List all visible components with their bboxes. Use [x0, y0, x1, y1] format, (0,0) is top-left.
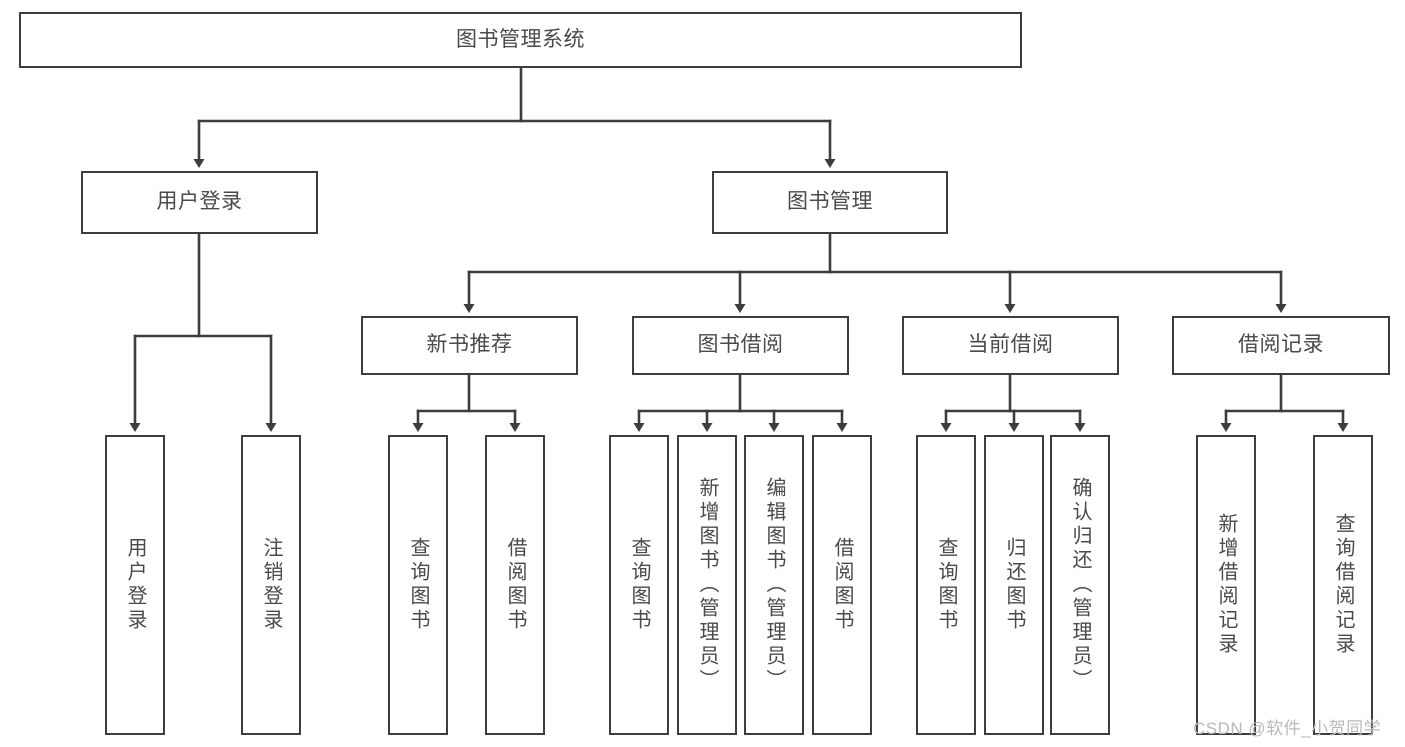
node-label: 注销登录 [260, 537, 282, 633]
node-root-system: 图书管理系统 [19, 12, 1022, 68]
node-leaf-query-book-current: 查询图书 [916, 435, 976, 735]
node-label: 图书借阅 [697, 333, 784, 357]
node-leaf-add-borrow-record: 新增借阅记录 [1196, 435, 1256, 735]
node-leaf-user-logout: 注销登录 [241, 435, 301, 735]
node-leaf-confirm-return-admin: 确认归还（管理员） [1050, 435, 1110, 735]
node-label: 借阅图书 [504, 537, 526, 633]
node-leaf-borrow-book: 借阅图书 [812, 435, 872, 735]
node-label: 查询图书 [407, 537, 429, 633]
node-label: 编辑图书（管理员） [763, 477, 785, 693]
node-leaf-query-book-borrow: 查询图书 [609, 435, 669, 735]
node-label: 用户登录 [124, 537, 146, 633]
csdn-watermark: CSDN @软件_小贺同学 [1193, 719, 1382, 738]
node-label: 用户登录 [156, 190, 243, 214]
node-label: 归还图书 [1003, 537, 1025, 633]
node-label: 查询图书 [628, 537, 650, 633]
node-leaf-query-borrow-record: 查询借阅记录 [1313, 435, 1373, 735]
node-leaf-borrow-book-rec: 借阅图书 [485, 435, 545, 735]
node-new-book-recommend: 新书推荐 [361, 316, 578, 375]
node-label: 借阅记录 [1238, 333, 1324, 357]
node-leaf-add-book-admin: 新增图书（管理员） [677, 435, 737, 735]
node-label: 新书推荐 [426, 333, 513, 357]
node-borrow-record: 借阅记录 [1172, 316, 1390, 375]
node-label: 查询借阅记录 [1332, 513, 1354, 657]
node-label: 当前借阅 [967, 333, 1054, 357]
node-book-manage: 图书管理 [712, 171, 948, 234]
node-leaf-user-login: 用户登录 [105, 435, 165, 735]
node-label: 新增借阅记录 [1215, 513, 1237, 657]
node-label: 图书管理 [787, 190, 873, 214]
node-book-borrow: 图书借阅 [632, 316, 849, 375]
node-user-login: 用户登录 [81, 171, 318, 234]
node-label: 确认归还（管理员） [1069, 477, 1091, 693]
node-label: 借阅图书 [831, 537, 853, 633]
node-leaf-edit-book-admin: 编辑图书（管理员） [744, 435, 804, 735]
node-leaf-return-book: 归还图书 [984, 435, 1044, 735]
node-label: 图书管理系统 [456, 27, 585, 51]
node-current-borrow: 当前借阅 [902, 316, 1119, 375]
node-label: 新增图书（管理员） [696, 477, 718, 693]
node-label: 查询图书 [935, 537, 957, 633]
node-leaf-query-book-rec: 查询图书 [388, 435, 448, 735]
